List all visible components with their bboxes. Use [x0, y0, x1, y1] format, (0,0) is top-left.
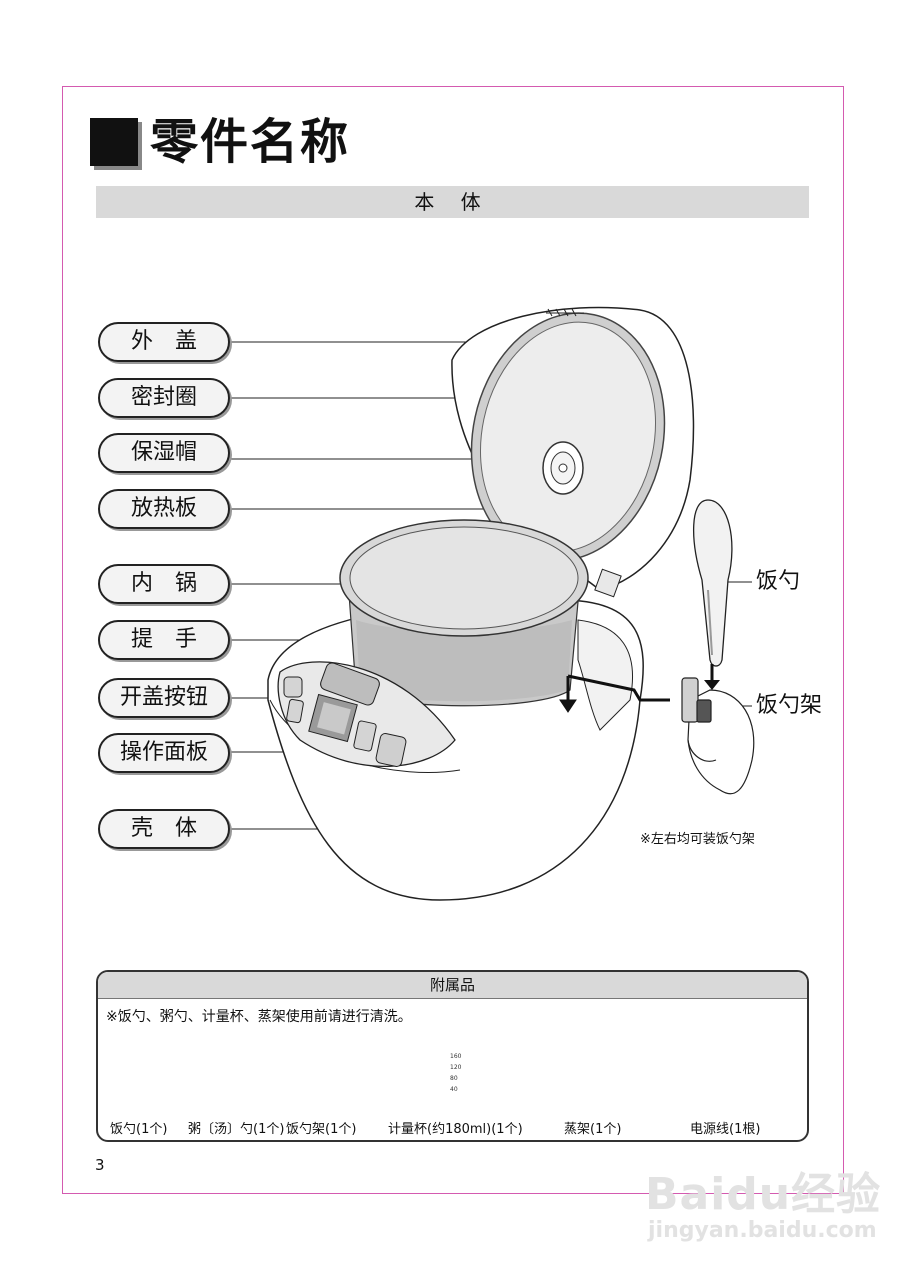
label-inner-pot: 内 锅 [98, 564, 230, 604]
page-number: 3 [95, 1156, 105, 1174]
accessory-label-measuring-cup: 计量杯(约180ml)(1个) [388, 1122, 523, 1137]
label-lid-release-button: 开盖按钮 [98, 678, 230, 718]
watermark-brand: Baidu经验 [645, 1169, 882, 1220]
holder-arrow [559, 674, 670, 713]
watermark-url: jingyan.baidu.com [648, 1218, 877, 1243]
callout-spoon: 饭勺 [756, 569, 801, 594]
hand-with-holder [681, 677, 755, 795]
accessory-label-soup-ladle: 粥〔汤〕勺(1个) [188, 1122, 285, 1137]
label-control-panel: 操作面板 [98, 733, 230, 773]
label-seal-ring: 密封圈 [98, 378, 230, 418]
accessory-label-rice-spoon: 饭勺(1个) [110, 1122, 168, 1137]
cup-mark: 80 [450, 1075, 458, 1082]
section-header: 本 体 [96, 186, 809, 218]
cup-mark: 40 [450, 1086, 458, 1093]
label-handle: 提 手 [98, 620, 230, 660]
accessory-label-spoon-holder: 饭勺架(1个) [286, 1122, 357, 1137]
steam-cap [542, 441, 584, 495]
accessory-label-steam-rack: 蒸架(1个) [564, 1122, 622, 1137]
cup-marks: 160 120 80 40 [450, 1051, 461, 1095]
label-steam-cap: 保湿帽 [98, 433, 230, 473]
callout-spoon-holder: 饭勺架 [756, 693, 823, 718]
cup-mark: 120 [450, 1064, 462, 1071]
rice-spoon-icon [693, 499, 733, 690]
title-square-icon [90, 118, 138, 166]
accessories-heading: 附属品 [98, 972, 807, 999]
label-heat-plate: 放热板 [98, 489, 230, 529]
accessories-panel: 附属品 ※饭勺、粥勺、计量杯、蒸架使用前请进行清洗。 饭勺(1个) 粥〔汤〕勺(… [96, 970, 809, 1142]
inner-pot [339, 519, 589, 707]
accessories-note: ※饭勺、粥勺、计量杯、蒸架使用前请进行清洗。 [106, 1009, 412, 1025]
label-outer-lid: 外 盖 [98, 322, 230, 362]
cup-mark: 160 [450, 1053, 462, 1060]
holder-note: ※左右均可装饭勺架 [640, 832, 755, 847]
page-title: 零件名称 [150, 114, 351, 170]
control-panel [277, 661, 456, 767]
accessory-label-power-cord: 电源线(1根) [690, 1122, 761, 1137]
page-frame [62, 86, 844, 1194]
label-body-shell: 壳 体 [98, 809, 230, 849]
